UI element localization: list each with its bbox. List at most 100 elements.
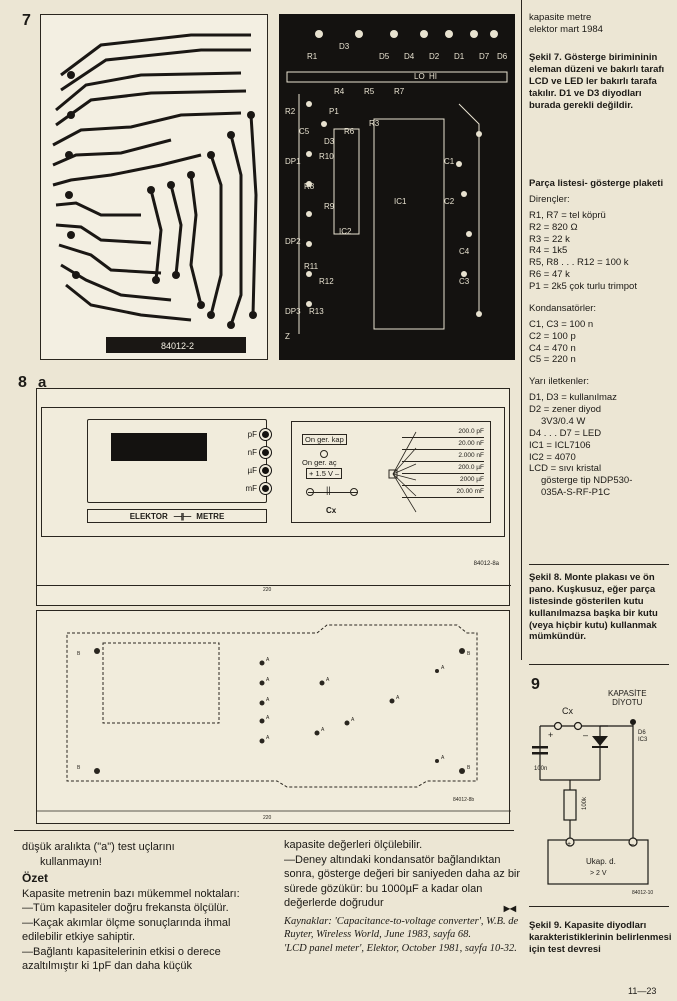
reference-1: Kaynaklar: 'Capacitance-to-voltage conve… bbox=[284, 915, 522, 942]
supply-plus: + bbox=[567, 841, 571, 848]
label-r4: R4 bbox=[334, 87, 345, 96]
capacitor-item: C4 = 470 n bbox=[529, 342, 576, 354]
summary-para: —Bağlantı kapasitelerinin etkisi o derec… bbox=[22, 945, 221, 973]
dimension-line bbox=[37, 585, 511, 586]
label-r8: R8 bbox=[304, 182, 315, 191]
resistor-item: R3 = 22 k bbox=[529, 233, 570, 245]
front-panel-drawing: pF nF µF mF ELEKTOR —||— METRE On ger. k… bbox=[36, 388, 511, 606]
range-row-nf: nF bbox=[229, 443, 271, 461]
capacitor-item: C1, C3 = 100 n bbox=[529, 318, 594, 330]
hole-label: A bbox=[326, 677, 330, 683]
figure-7-number: 7 bbox=[22, 12, 31, 29]
label-c4: C4 bbox=[459, 247, 470, 256]
capacitors-title: Kondansatörler: bbox=[529, 302, 597, 314]
sidebar-rule bbox=[529, 564, 669, 565]
semi-item: D4 . . . D7 = LED bbox=[529, 427, 602, 439]
label-r10: R10 bbox=[319, 152, 334, 161]
cx-label: Cx bbox=[326, 506, 337, 515]
hole-label: A bbox=[441, 755, 445, 761]
range-option[interactable]: 2000 µF bbox=[402, 474, 484, 486]
hole-label: A bbox=[266, 677, 270, 683]
parts-list: Parça listesi- gösterge plaketi Dirençle… bbox=[529, 178, 673, 499]
page-number: 11—23 bbox=[628, 986, 657, 996]
range-selector-fan-icon bbox=[388, 431, 417, 513]
pcb-traces-drawing: 84012-2 bbox=[52, 33, 258, 353]
label-r2: R2 bbox=[285, 107, 296, 116]
sidebar-rule-2 bbox=[529, 664, 669, 665]
range-option[interactable]: 200.0 µF bbox=[402, 462, 484, 474]
range-option[interactable]: 20.00 mF bbox=[402, 486, 484, 498]
resistor-item: R6 = 47 k bbox=[529, 269, 570, 281]
cap-value: 100n bbox=[534, 766, 547, 772]
label-d7: D7 bbox=[479, 52, 490, 61]
label-dp1: DP1 bbox=[285, 157, 301, 166]
label-d2: D2 bbox=[429, 52, 440, 61]
test-terminal-right[interactable] bbox=[350, 488, 358, 496]
calib-lead-line bbox=[308, 492, 358, 493]
page-rule bbox=[14, 830, 514, 831]
range-buttons: pF nF µF mF bbox=[229, 425, 271, 497]
hole-label: A bbox=[321, 727, 325, 733]
hole-label: A bbox=[266, 735, 270, 741]
pcb-copper-side-layout: 84012-2 bbox=[40, 14, 268, 360]
range-label-uf: µF bbox=[247, 465, 258, 475]
range-selector-list: 200.0 pF 20.00 nF 2.000 nF 200.0 µF 2000… bbox=[402, 426, 484, 498]
label-hi: HI bbox=[429, 72, 437, 81]
dimension-label: 220 bbox=[263, 587, 272, 593]
brand-metre: METRE bbox=[196, 511, 225, 521]
range-button-mf[interactable] bbox=[260, 482, 271, 494]
label-d1: D1 bbox=[454, 52, 465, 61]
caption-figure-7: Şekil 7. Gösterge birimininin eleman düz… bbox=[529, 52, 665, 111]
parts-title: Parça listesi- gösterge plaketi bbox=[529, 178, 664, 189]
resistor-item: R2 = 820 Ω bbox=[529, 221, 578, 233]
semi-item: LCD = sıvı kristal bbox=[529, 463, 602, 475]
label-c2: C2 bbox=[444, 197, 455, 206]
range-button-uf[interactable] bbox=[260, 464, 271, 476]
semi-item: D2 = zener diyod bbox=[529, 404, 602, 415]
label-p1: P1 bbox=[329, 107, 339, 116]
label-d4: D4 bbox=[404, 52, 415, 61]
brand-bar: ELEKTOR —||— METRE bbox=[87, 509, 267, 523]
test-terminal-left[interactable] bbox=[306, 488, 314, 496]
col2-para: kapasite değerleri ölçülebilir. bbox=[284, 839, 423, 851]
capacitor-item: C5 = 220 n bbox=[529, 354, 576, 366]
range-label-pf: pF bbox=[247, 429, 257, 439]
hole-label: B bbox=[467, 651, 471, 657]
reference-2: 'LCD panel meter', Elektor, October 1981… bbox=[284, 942, 517, 954]
label-c1: C1 bbox=[444, 157, 455, 166]
semi-item: IC1 = ICL7106 bbox=[529, 439, 591, 451]
label-r1: R1 bbox=[307, 52, 318, 61]
label-dp2: DP2 bbox=[285, 237, 301, 246]
semi-item: 035A-S-RF-P1C bbox=[541, 487, 611, 499]
semi-item: IC2 = 4070 bbox=[529, 451, 576, 463]
d6-label: D6 bbox=[638, 730, 646, 736]
semi-item: gösterge tip NDP530- bbox=[541, 475, 633, 487]
label-lo: LO bbox=[414, 72, 425, 81]
sidebar-rule-3 bbox=[529, 906, 669, 907]
capacitor-list: C1, C3 = 100 n C2 = 100 p C4 = 470 n C5 … bbox=[529, 319, 673, 367]
label-r11: R11 bbox=[304, 262, 319, 271]
label-d6: D6 bbox=[497, 52, 508, 61]
display-bezel bbox=[87, 419, 267, 503]
label-r12: R12 bbox=[319, 277, 334, 286]
cx-label: Cx bbox=[562, 706, 573, 716]
hole-label: A bbox=[441, 665, 445, 671]
semi-item: 3V3/0.4 W bbox=[541, 415, 586, 427]
range-label-mf: mF bbox=[245, 483, 257, 493]
range-button-nf[interactable] bbox=[260, 446, 271, 458]
col2-para: —Deney altındaki kondansatör bağlandıkta… bbox=[284, 853, 521, 910]
pcb-component-side-layout: R1 D3 D5 D4 D2 D1 D7 D6 R4 R5 R7 LO HI R… bbox=[279, 14, 515, 360]
hole-label: B bbox=[77, 651, 81, 657]
hole-label: A bbox=[266, 715, 270, 721]
range-option[interactable]: 20.00 nF bbox=[402, 438, 484, 450]
label-r6: R6 bbox=[344, 127, 355, 136]
label-z: Z bbox=[285, 332, 290, 341]
figure-9-number: 9 bbox=[531, 676, 540, 693]
summary-para: Kapasite metrenin bazı mükemmel noktalar… bbox=[22, 887, 240, 900]
range-option[interactable]: 2.000 nF bbox=[402, 450, 484, 462]
label-c5: C5 bbox=[299, 127, 310, 136]
range-option[interactable]: 200.0 pF bbox=[402, 426, 484, 438]
intro-line-2: kullanmayın! bbox=[40, 855, 102, 868]
range-button-pf[interactable] bbox=[260, 428, 271, 440]
column-separator bbox=[521, 0, 522, 660]
